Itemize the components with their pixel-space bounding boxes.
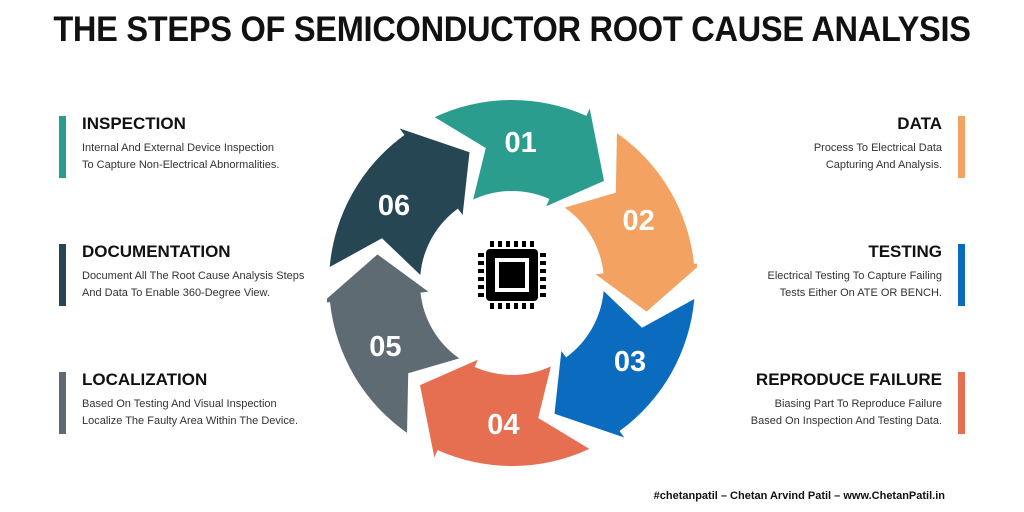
step-desc-line: Capturing And Analysis. <box>825 159 942 171</box>
chip-pin <box>540 269 546 273</box>
chip-pin <box>478 293 484 297</box>
step-heading: TESTING <box>868 242 942 261</box>
step-desc-line: Based On Testing And Visual Inspection <box>82 398 277 410</box>
chip-pin <box>506 303 510 309</box>
chip-pin <box>478 269 484 273</box>
step-desc-line: Electrical Testing To Capture Failing <box>767 270 942 282</box>
color-bar <box>59 116 66 178</box>
step-inspection: INSPECTION Internal And External Device … <box>59 114 329 178</box>
chip-pin <box>540 253 546 257</box>
color-bar <box>958 116 965 178</box>
step-testing: TESTING Electrical Testing To Capture Fa… <box>695 242 965 306</box>
step-desc-line: Process To Electrical Data <box>813 142 942 154</box>
step-heading: INSPECTION <box>82 114 186 133</box>
footer-credit: #chetanpatil – Chetan Arvind Patil – www… <box>653 490 945 502</box>
chip-pin <box>478 285 484 289</box>
cycle-segment-04 <box>419 359 590 466</box>
chip-pin <box>498 303 502 309</box>
chip-pin <box>522 241 526 247</box>
step-desc-line: Tests Either On ATE OR BENCH. <box>779 287 942 299</box>
step-reproduce-failure: REPRODUCE FAILURE Biasing Part To Reprod… <box>695 370 965 434</box>
step-number: 03 <box>614 346 646 378</box>
step-number: 01 <box>505 127 537 159</box>
step-desc-line: To Capture Non-Electrical Abnormalities. <box>82 159 280 171</box>
page-title: THE STEPS OF SEMICONDUCTOR ROOT CAUSE AN… <box>53 10 971 49</box>
chip-pin <box>530 303 534 309</box>
color-bar <box>59 372 66 434</box>
chip-pin <box>478 253 484 257</box>
step-desc-line: Biasing Part To Reproduce Failure <box>774 398 942 410</box>
cycle-segment-01 <box>434 100 605 207</box>
chip-pin <box>498 241 502 247</box>
chip-pin <box>540 261 546 265</box>
step-heading: REPRODUCE FAILURE <box>755 370 942 389</box>
chip-pin <box>514 241 518 247</box>
color-bar <box>958 244 965 306</box>
chip-pin <box>540 277 546 281</box>
step-heading: DOCUMENTATION <box>82 242 231 261</box>
cycle-segment-02 <box>564 133 697 312</box>
step-number: 04 <box>487 409 519 441</box>
color-bar <box>59 244 66 306</box>
step-desc-line: Internal And External Device Inspection <box>82 142 275 154</box>
step-number: 06 <box>378 190 410 222</box>
color-bar <box>958 372 965 434</box>
step-heading: LOCALIZATION <box>82 370 208 389</box>
microchip-icon <box>478 241 546 309</box>
step-localization: LOCALIZATION Based On Testing And Visual… <box>59 370 329 434</box>
step-number: 05 <box>369 331 401 363</box>
chip-pin <box>540 293 546 297</box>
chip-pin <box>478 261 484 265</box>
chip-pin <box>478 277 484 281</box>
chip-pin <box>540 285 546 289</box>
chip-pin <box>506 241 510 247</box>
step-desc-line: And Data To Enable 360-Degree View. <box>82 287 270 299</box>
step-desc-line: Localize The Faulty Area Within The Devi… <box>82 415 299 427</box>
cycle-segment-06 <box>329 128 470 275</box>
cycle-segment-03 <box>554 291 695 438</box>
chip-pin <box>490 303 494 309</box>
chip-pin <box>490 241 494 247</box>
chip-pin <box>530 241 534 247</box>
chip-pin <box>522 303 526 309</box>
step-heading: DATA <box>897 114 942 133</box>
chip-pin <box>514 303 518 309</box>
step-documentation: DOCUMENTATION Document All The Root Caus… <box>59 242 329 306</box>
cycle-segment-05 <box>327 254 460 433</box>
step-desc-line: Based On Inspection And Testing Data. <box>750 415 942 427</box>
step-desc-line: Document All The Root Cause Analysis Ste… <box>82 270 305 282</box>
cycle-wheel: 01 02 03 04 05 06 <box>327 100 697 466</box>
step-number: 02 <box>623 205 655 237</box>
